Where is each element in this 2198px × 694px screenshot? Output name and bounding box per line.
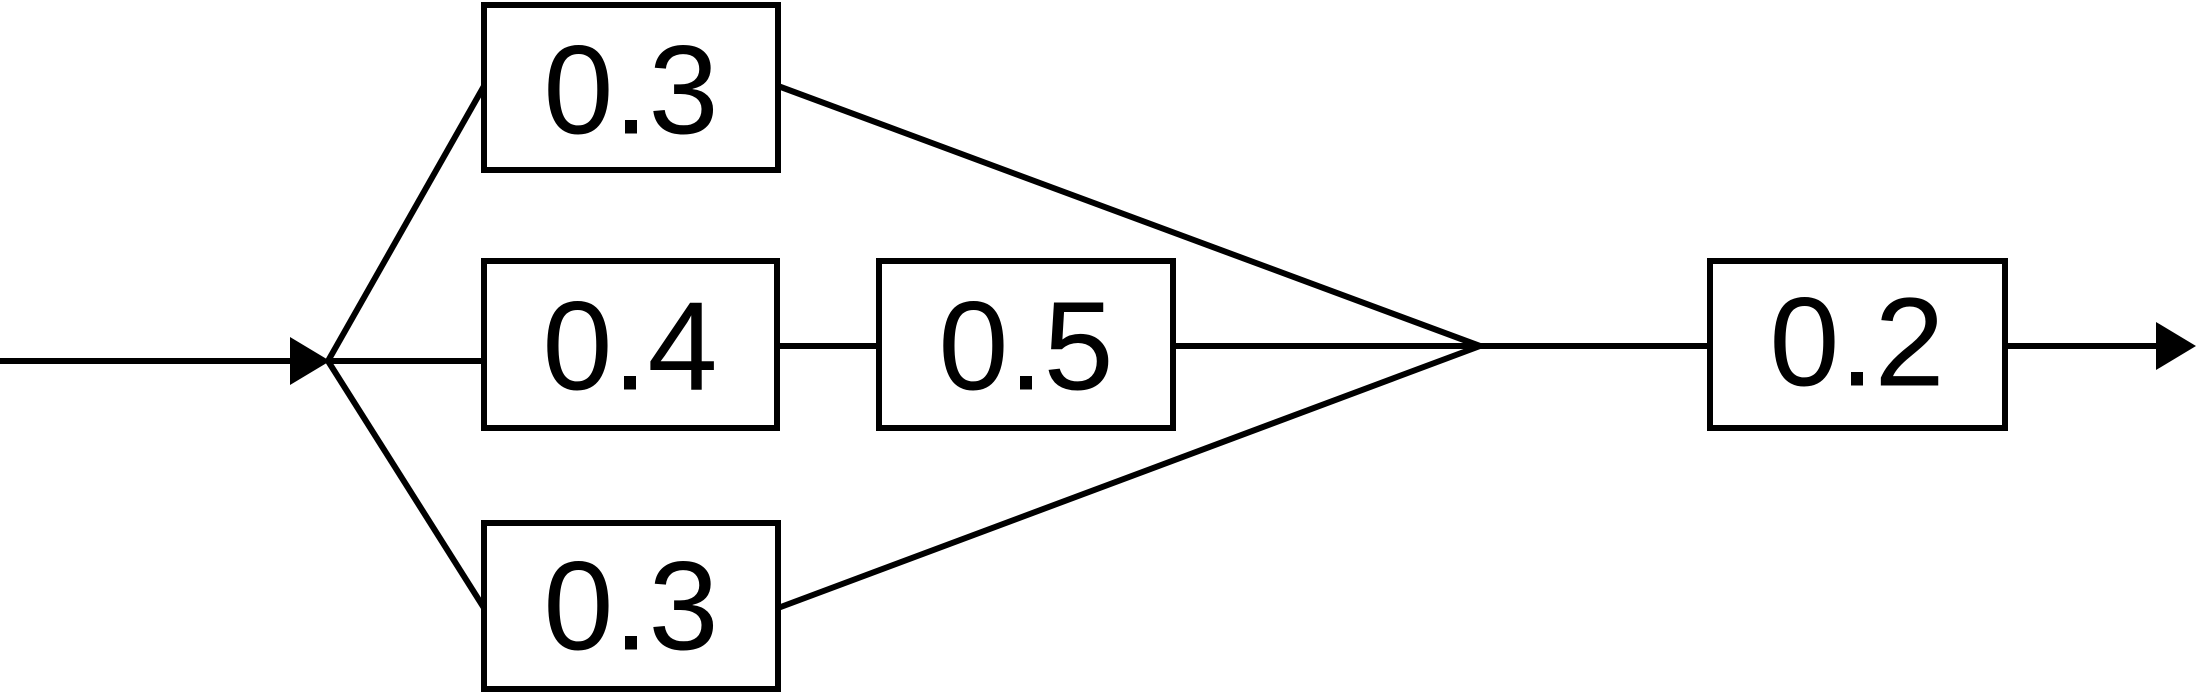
block-middle-left: 0.4 bbox=[481, 258, 780, 431]
block-top: 0.3 bbox=[481, 2, 781, 173]
branch-top-out bbox=[776, 83, 1482, 349]
branch-bottom-in bbox=[325, 359, 487, 610]
output-arrow-icon bbox=[2156, 322, 2196, 370]
block-top-label: 0.3 bbox=[543, 20, 718, 161]
block-bottom-label: 0.3 bbox=[543, 536, 718, 677]
block-bottom: 0.3 bbox=[481, 520, 781, 692]
block-middle-right: 0.5 bbox=[876, 258, 1176, 431]
block-output-label: 0.2 bbox=[1769, 272, 1944, 413]
block-middle-right-label: 0.5 bbox=[938, 276, 1113, 417]
block-middle-left-label: 0.4 bbox=[542, 276, 717, 417]
branch-bottom-out bbox=[776, 343, 1482, 611]
input-arrow-icon bbox=[290, 337, 330, 385]
branch-top-in bbox=[325, 84, 487, 363]
block-output: 0.2 bbox=[1707, 258, 2008, 431]
